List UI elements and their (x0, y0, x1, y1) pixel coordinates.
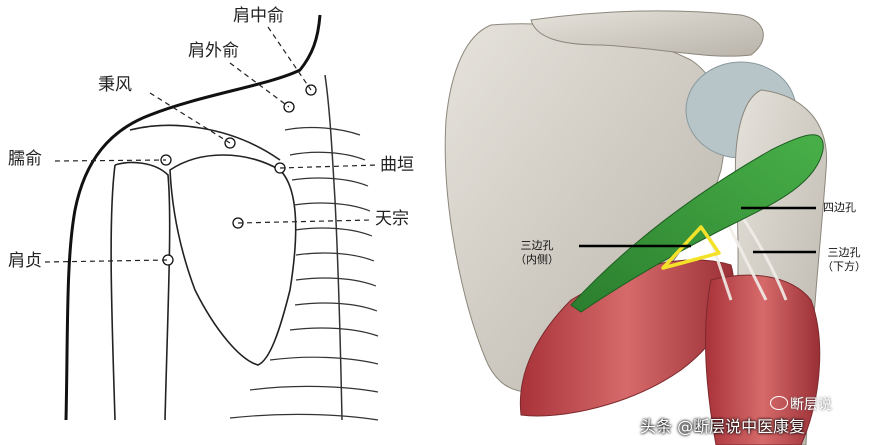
label-triangular-space: 三边孔 （内侧） (515, 239, 559, 267)
triangular-space-marker (661, 225, 721, 270)
label-jianwaishu: 肩外俞 (188, 41, 239, 61)
leader-naoshu (54, 159, 167, 162)
scapula-outline (169, 154, 297, 366)
leader-quyuan (279, 164, 379, 169)
scapular-spine (129, 124, 281, 161)
label-naoshu: 臑俞 (8, 149, 42, 169)
acupoint-diagram (44, 14, 379, 421)
label-tianzong: 天宗 (375, 209, 409, 229)
label-triangular-bottom: （内侧） (515, 252, 559, 266)
label-lower-top: 三边孔 (827, 246, 861, 259)
leader-bingfeng (149, 92, 231, 144)
spine-outline (324, 74, 343, 421)
label-lower-bottom: （下方） (822, 259, 866, 273)
label-lower-space: 三边孔 （下方） (822, 246, 866, 274)
clavicle-bone (530, 10, 764, 57)
label-quadrangular-space: 四边孔 (823, 201, 856, 214)
label-jianzhen: 肩贞 (8, 251, 42, 271)
humerus-outline (110, 161, 171, 421)
watermark-main: 头条 @断层说中医康复 (640, 417, 806, 436)
leader-jianzhen (44, 259, 169, 263)
wechat-icon (770, 396, 788, 410)
leader-jianzhongshu (267, 26, 312, 91)
label-bingfeng: 秉风 (98, 75, 132, 95)
label-triangular-top: 三边孔 (520, 239, 554, 252)
teres-major-muscle (570, 134, 824, 313)
anatomy-illustration (444, 10, 828, 445)
label-quyuan: 曲垣 (380, 155, 414, 175)
triceps-long-head (519, 259, 735, 417)
leader-jianwaishu (229, 62, 290, 108)
leader-tianzong (237, 219, 373, 224)
ribs (229, 126, 379, 421)
body-outline (64, 14, 322, 421)
label-jianzhongshu: 肩中俞 (233, 6, 284, 26)
watermark-secondary: 断层说 (790, 397, 832, 413)
